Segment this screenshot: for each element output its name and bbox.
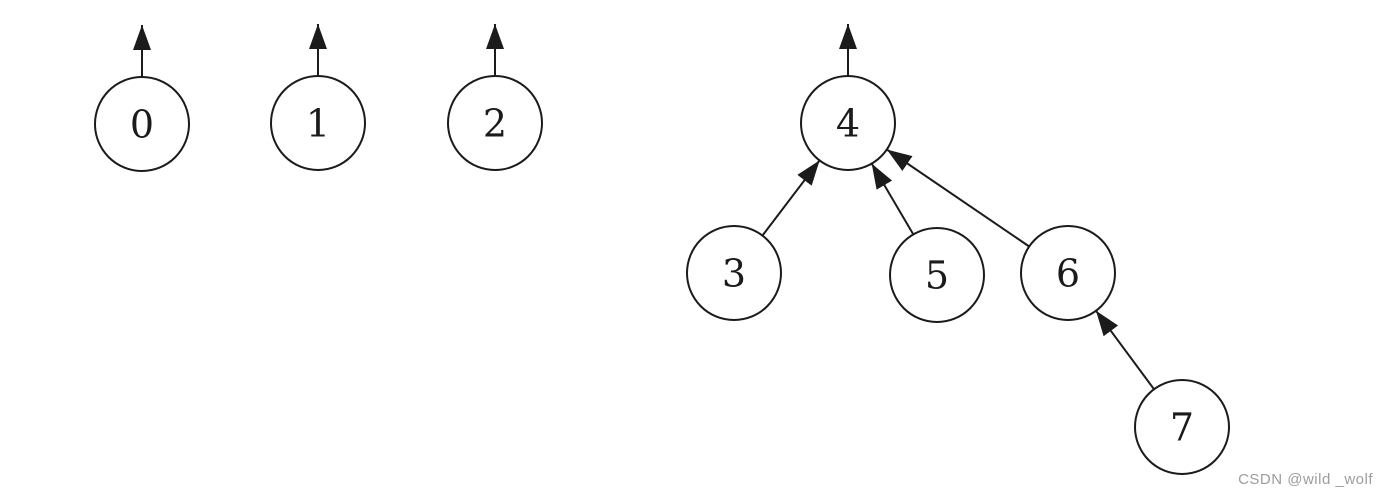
node-circle-3 <box>686 225 782 321</box>
watermark: CSDN @wild _wolf <box>1238 471 1373 488</box>
node-circle-6 <box>1020 225 1116 321</box>
node-0: 0 <box>94 76 190 172</box>
node-1: 1 <box>270 75 366 171</box>
node-circle-4 <box>800 75 896 171</box>
node-circle-7 <box>1134 379 1230 475</box>
node-4: 4 <box>800 75 896 171</box>
node-2: 2 <box>447 75 543 171</box>
node-label-1: 1 <box>306 101 330 145</box>
node-label-6: 6 <box>1056 251 1080 295</box>
node-circle-2 <box>447 75 543 171</box>
node-label-4: 4 <box>836 101 860 145</box>
edge-5-to-4 <box>870 163 915 235</box>
node-3: 3 <box>686 225 782 321</box>
node-circle-1 <box>270 75 366 171</box>
edge-3-to-4 <box>761 159 821 237</box>
node-circle-5 <box>889 227 985 323</box>
node-label-5: 5 <box>925 253 949 297</box>
node-label-3: 3 <box>722 251 746 295</box>
node-label-0: 0 <box>130 102 154 146</box>
node-label-7: 7 <box>1170 405 1194 449</box>
node-label-2: 2 <box>483 101 507 145</box>
node-circle-0 <box>94 76 190 172</box>
edge-6-to-4 <box>886 148 1030 248</box>
node-6: 6 <box>1020 225 1116 321</box>
edge-7-to-6 <box>1095 310 1155 390</box>
node-5: 5 <box>889 227 985 323</box>
node-7: 7 <box>1134 379 1230 475</box>
